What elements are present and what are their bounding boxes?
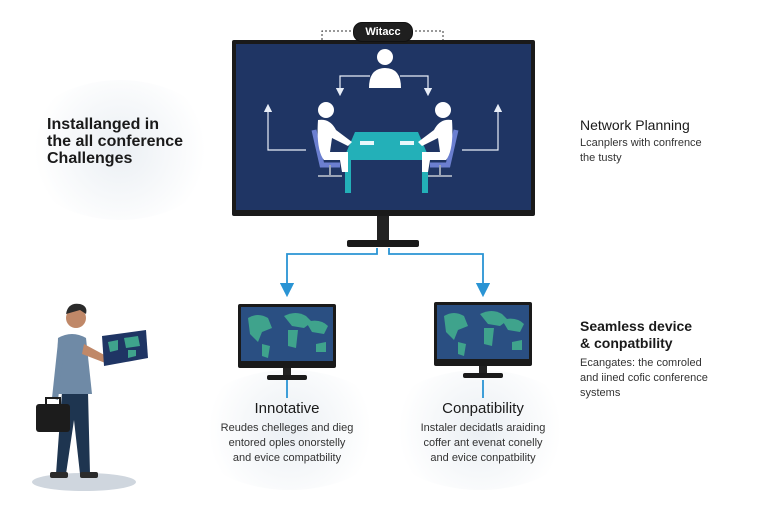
world-map-icon [238,304,336,380]
innovative-card: Innotative Reudes chelleges and dieg ent… [207,400,367,466]
compatibility-line: and evice conpatbility [430,452,536,464]
compatibility-card: Conpatibility Instaler decidatls araidin… [399,400,567,466]
presenter-figure [32,303,136,491]
background-glow [190,370,390,490]
network-planning-title: Network Planning [580,117,690,133]
seamless-device-line: Ecangates: the comroled [580,357,702,369]
seamless-device-title: Seamless device [580,318,693,334]
compatibility-line: Instaler decidatls araiding [420,422,546,434]
seamless-device-title: & conpatbility [580,335,673,351]
left-heading-line: Installanged in [47,116,160,133]
screen-arrows [263,75,503,151]
top-badge: Witacc [353,22,413,42]
compatibility-title: Conpatibility [442,400,524,417]
left-heading: Installanged in the all conference Chall… [47,116,183,167]
left-heading-line: Challenges [47,150,133,167]
flow-connectors [279,248,491,398]
world-map-icon [434,302,532,378]
compatibility-line: coffer ant evenat conelly [423,437,543,449]
seamless-device-line: systems [580,387,621,399]
innovative-line: Reudes chelleges and dieg [220,422,354,434]
briefcase-icon [36,397,70,432]
badge-connector [321,30,444,40]
person-icon [311,102,352,177]
innovative-line: entored oples onorstelly [228,437,346,449]
innovative-title: Innotative [254,400,320,417]
innovative-line: and evice compatbility [232,452,342,464]
seamless-device-line: and iined cofic conference [580,372,708,384]
network-planning-line: the tusty [580,152,622,164]
seamless-device-block: Seamless device & conpatbility Ecangates… [580,318,708,401]
background-glow [20,80,220,220]
network-planning-line: Lcanplers with confrence [580,137,702,149]
left-heading-line: the all conference [47,133,184,150]
tablet-icon [102,330,148,366]
person-icon [369,49,401,88]
person-icon [418,102,459,177]
background-glow [380,370,580,490]
conference-table-icon [343,132,430,193]
network-planning-block: Network Planning Lcanplers with confrenc… [580,116,702,166]
